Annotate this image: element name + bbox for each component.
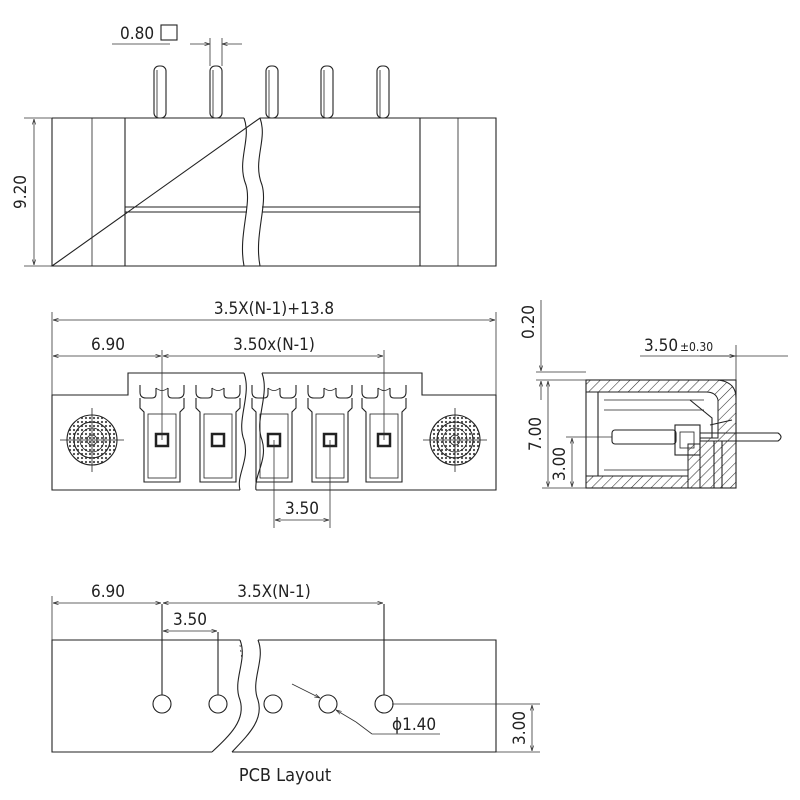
svg-text:0.80: 0.80 <box>120 24 154 44</box>
front-view-contacts <box>139 385 407 483</box>
pcb-layout-caption: PCB Layout <box>239 765 331 786</box>
svg-text:7.00: 7.00 <box>526 417 546 451</box>
top-offset-dimension: 0.20 <box>519 300 586 400</box>
svg-text:3.00: 3.00 <box>550 447 570 481</box>
pcb-outline <box>51 639 497 753</box>
svg-text:0.20: 0.20 <box>519 305 539 339</box>
pcb-layout: 6.90 3.5X(N-1) 3.50 ϕ1.40 3.00 PCB Lay <box>51 582 540 786</box>
hole-diameter-dimension: ϕ1.40 <box>291 683 440 735</box>
body-height-dimension: 7.00 3.00 <box>526 381 612 489</box>
height-dimension: 9.20 <box>11 117 52 267</box>
svg-text:3.50x(N-1): 3.50x(N-1) <box>233 335 315 355</box>
contact-opening <box>195 385 241 483</box>
svg-text:ϕ1.40: ϕ1.40 <box>392 715 436 735</box>
svg-text:3.5X(N-1)+13.8: 3.5X(N-1)+13.8 <box>214 299 334 319</box>
pcb-span-dimension: 6.90 3.5X(N-1) <box>51 582 383 640</box>
side-view: 0.20 3.50 ±0.30 7.00 3.00 <box>519 300 788 489</box>
pin-square-icon <box>210 432 226 448</box>
pin-width-dimension: 0.80 <box>112 24 242 66</box>
svg-text:3.50: 3.50 <box>173 610 207 630</box>
svg-text:3.50: 3.50 <box>285 499 319 519</box>
front-view: 3.5X(N-1)+13.8 6.90 3.50x(N-1) 3.50 <box>51 299 497 528</box>
svg-text:6.90: 6.90 <box>91 335 125 355</box>
top-view-break <box>241 117 249 267</box>
pin-span-dimension: 6.90 3.50x(N-1) <box>53 335 385 440</box>
right-screw-icon <box>423 408 487 472</box>
pcb-pitch-dimension: 3.50 <box>163 610 217 631</box>
svg-text:3.50: 3.50 <box>644 336 678 356</box>
svg-text:3.5X(N-1): 3.5X(N-1) <box>237 582 310 602</box>
top-view-body <box>50 117 497 267</box>
pcb-holes <box>152 694 394 714</box>
svg-text:3.00: 3.00 <box>510 711 530 745</box>
top-view-pins <box>153 65 390 119</box>
left-screw-icon <box>60 408 124 472</box>
pcb-row-offset-dimension: 3.00 <box>392 703 540 753</box>
square-symbol-icon <box>160 24 178 41</box>
overall-length-dimension: 3.5X(N-1)+13.8 <box>51 299 497 395</box>
top-view: 0.80 9.20 <box>11 24 497 267</box>
pin-extension-dimension: 3.50 ±0.30 <box>640 336 788 380</box>
pitch-dimension: 3.50 <box>273 440 331 528</box>
front-view-body <box>51 372 497 491</box>
side-view-pin <box>611 419 782 488</box>
svg-text:9.20: 9.20 <box>11 175 31 209</box>
svg-text:6.90: 6.90 <box>91 582 125 602</box>
svg-text:±0.30: ±0.30 <box>680 340 713 354</box>
